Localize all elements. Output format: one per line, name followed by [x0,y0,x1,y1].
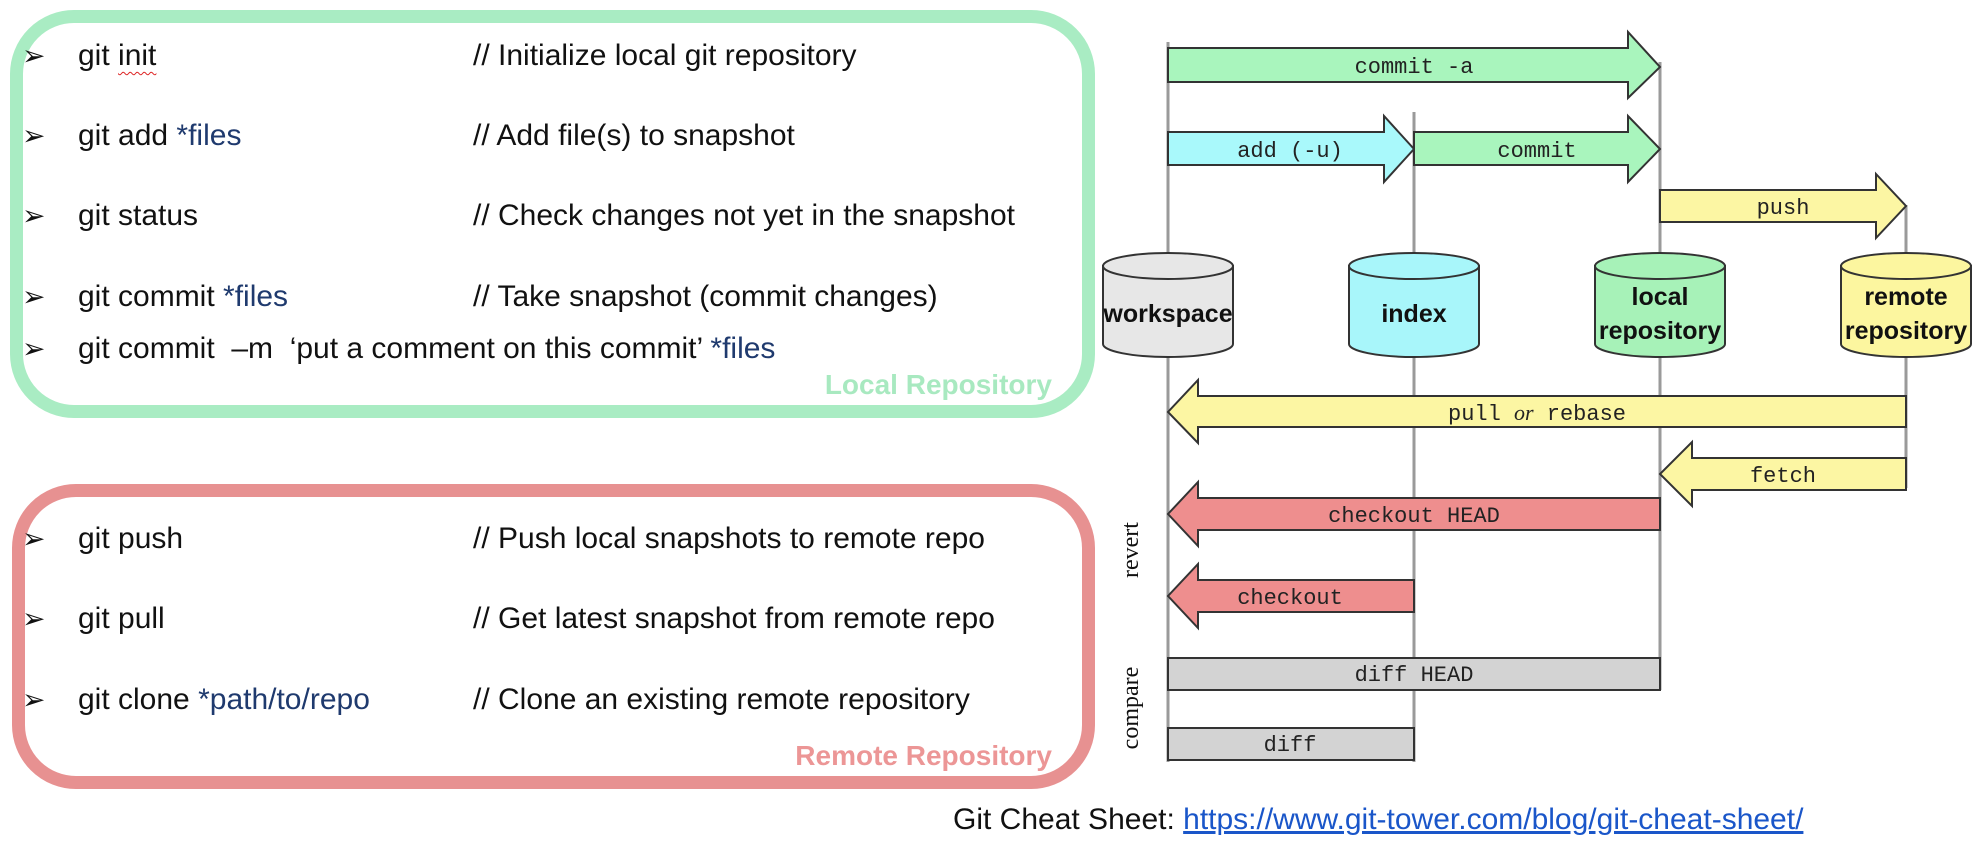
footer-label: Git Cheat Sheet: [953,803,1184,836]
command-comment: // Add file(s) to snapshot [473,119,795,152]
checkout-label: checkout [1237,586,1343,611]
add-u-label: add (-u) [1237,139,1343,164]
cheat-sheet-link[interactable]: https://www.git-tower.com/blog/git-cheat… [1183,803,1804,836]
command-argument: *path/to/repo [198,683,370,716]
workspace-cylinder [1102,265,1234,358]
command-arrows [1166,29,1908,761]
remote-repository-cylinder [1840,265,1972,358]
side-labels: revert compare [1118,522,1144,750]
remote-label-line1: remote [1864,283,1947,311]
command-text: git clone [78,683,199,716]
commit-label: commit [1497,139,1576,164]
command-comment: // Check changes not yet in the snapshot [473,199,1016,232]
bullet-arrow-icon: ➢ [22,333,46,364]
index-cylinder-top [1348,252,1480,280]
rebase-label-part: rebase [1534,402,1626,427]
command-text: git commit –m ‘put a comment on this com… [78,332,711,365]
bullet-arrow-icon: ➢ [22,281,46,312]
arrow-labels: commit -a add (-u) commit push pull or r… [1237,55,1816,758]
push-arrow [1659,171,1908,241]
index-cylinder [1348,265,1480,358]
remote-repository-title: Remote Repository [795,740,1052,771]
command-text: git commit [78,280,224,313]
bullet-arrow-icon: ➢ [22,200,46,231]
command-text: git pull [78,602,165,635]
remote-repository-cylinder-top [1840,252,1972,280]
command-comment: // Take snapshot (commit changes) [473,280,938,313]
command-comment: // Get latest snapshot from remote repo [473,602,995,635]
push-label: push [1757,196,1810,221]
commit-a-label: commit -a [1355,55,1474,80]
checkout-arrow [1166,561,1415,631]
diff-head-label: diff HEAD [1355,663,1474,688]
diff-label: diff [1264,733,1317,758]
command-argument: *files [710,332,776,365]
command-argument: *files [176,119,242,152]
footer: Git Cheat Sheet: https://www.git-tower.c… [953,803,1803,837]
pull-rebase-label: pull or rebase [1448,400,1626,427]
local-repository-box: Local Repository [10,10,1095,418]
command-text: git add [78,119,177,152]
checkout-head-label: checkout HEAD [1328,504,1500,529]
command-comment: // Initialize local git repository [473,39,857,72]
command-text: git [78,39,119,72]
storage-labels: workspace index local repository remote … [1102,283,1967,345]
or-label-part: or [1514,400,1534,425]
commit-a-arrow [1167,29,1662,101]
bullet-arrow-icon: ➢ [22,523,46,554]
command-comment: // Push local snapshots to remote repo [473,522,985,555]
local-label-line1: local [1632,283,1689,311]
command-argument: *files [223,280,289,313]
checkout-head-arrow [1166,479,1661,549]
remote-label-line2: repository [1845,317,1967,345]
workspace-cylinder-top [1102,252,1234,280]
pull-rebase-arrow [1166,377,1907,446]
local-label-line2: repository [1599,317,1721,345]
compare-side-label: compare [1118,667,1144,750]
bullet-arrow-icon: ➢ [22,603,46,634]
local-repository-cylinder-top [1594,252,1726,280]
remote-repository-box: Remote Repository [12,484,1095,789]
pull-label-part: pull [1448,402,1514,427]
diff-head-bar [1167,657,1661,691]
add-u-arrow [1167,113,1416,185]
bullet-arrow-icon: ➢ [22,120,46,151]
fetch-arrow [1658,439,1907,509]
command-text-extra: init [118,39,157,72]
workspace-label: workspace [1102,300,1232,328]
bullet-arrow-icon: ➢ [22,684,46,715]
local-repository-title: Local Repository [824,369,1052,400]
index-label: index [1381,300,1446,328]
revert-side-label: revert [1118,522,1144,578]
commit-arrow [1413,113,1662,185]
command-text: git push [78,522,184,555]
bullet-arrow-icon: ➢ [22,40,46,71]
local-repository-cylinder [1594,265,1726,358]
command-text: git status [78,199,199,232]
diff-bar [1167,727,1415,761]
command-comment: // Clone an existing remote repository [473,683,970,716]
storage-cylinders [1102,252,1972,358]
fetch-label: fetch [1750,464,1816,489]
